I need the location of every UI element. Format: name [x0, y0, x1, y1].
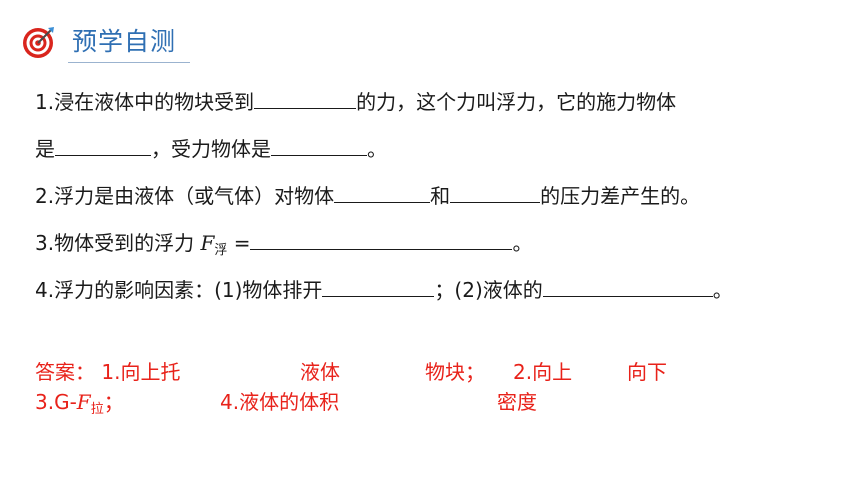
- q1-text-e: 。: [367, 137, 387, 161]
- answer-2-down: 向下: [627, 360, 667, 384]
- answer-3-force-symbol: F: [76, 390, 91, 414]
- q1-text-d: ，受力物体是: [151, 137, 271, 161]
- q2-blank-2[interactable]: [450, 180, 541, 203]
- answer-4-density: 密度: [497, 390, 537, 414]
- q1-text-c: 是: [35, 137, 55, 161]
- answer-3: 3.G-F拉；: [35, 388, 124, 424]
- answer-2-up: 2.向上: [513, 360, 573, 384]
- answer-1-liquid: 液体: [300, 360, 340, 384]
- question-2: 2.浮力是由液体（或气体）对物体 和 的压力差产生的。: [35, 180, 835, 227]
- q4-text-c: 。: [712, 278, 733, 302]
- answer-3-prefix: 3.G-: [35, 390, 77, 414]
- q4-blank-1[interactable]: [322, 274, 435, 297]
- q3-blank-1[interactable]: [250, 227, 513, 250]
- section-header: 预学自测: [22, 22, 176, 62]
- section-title: 预学自测: [72, 27, 177, 56]
- q1-text-a: 1.浸在液体中的物块受到: [35, 90, 255, 114]
- q2-blank-1[interactable]: [334, 180, 431, 203]
- q3-force-subscript: 浮: [214, 243, 228, 258]
- q3-text-c: 。: [512, 231, 533, 255]
- answer-3-suffix: ；: [103, 390, 124, 414]
- q2-text-c: 的压力差产生的。: [540, 184, 701, 208]
- target-icon: [23, 27, 54, 58]
- q1-blank-1[interactable]: [254, 86, 357, 109]
- question-4: 4.浮力的影响因素：(1)物体排开 ；(2)液体的 。: [35, 274, 835, 321]
- q3-force-symbol: F: [200, 231, 215, 255]
- q4-blank-2[interactable]: [542, 274, 713, 297]
- q2-text-a: 2.浮力是由液体（或气体）对物体: [35, 184, 335, 208]
- q3-text-b: =: [227, 231, 251, 255]
- q3-text-a: 3.物体受到的浮力: [35, 231, 201, 255]
- answer-1-object: 物块；: [425, 360, 485, 384]
- question-list: 1.浸在液体中的物块受到的力，这个力叫浮力，它的施力物体 是，受力物体是。 2.…: [35, 86, 835, 321]
- answer-4-volume: 4.液体的体积: [220, 390, 340, 414]
- q4-text-a: 4.浮力的影响因素：(1)物体排开: [35, 278, 323, 302]
- title-underline: [68, 62, 190, 63]
- q1-blank-3[interactable]: [271, 133, 367, 156]
- q4-text-b: ；(2)液体的: [434, 278, 543, 302]
- question-1-line-2: 是 ，受力物体是 。: [35, 133, 835, 180]
- answer-3-force-subscript: 拉: [90, 402, 104, 417]
- q2-text-b: 和: [430, 184, 451, 208]
- q1-text-b: 的力，这个力叫浮力，它的施力物体: [356, 90, 677, 114]
- question-1-line-1: 1.浸在液体中的物块受到 的力，这个力叫浮力，它的施力物体: [35, 86, 835, 133]
- q1-blank-2[interactable]: [55, 133, 151, 156]
- answer-1: 答案： 1.向上托: [35, 360, 181, 384]
- question-3: 3.物体受到的浮力 F浮 = 。: [35, 227, 835, 274]
